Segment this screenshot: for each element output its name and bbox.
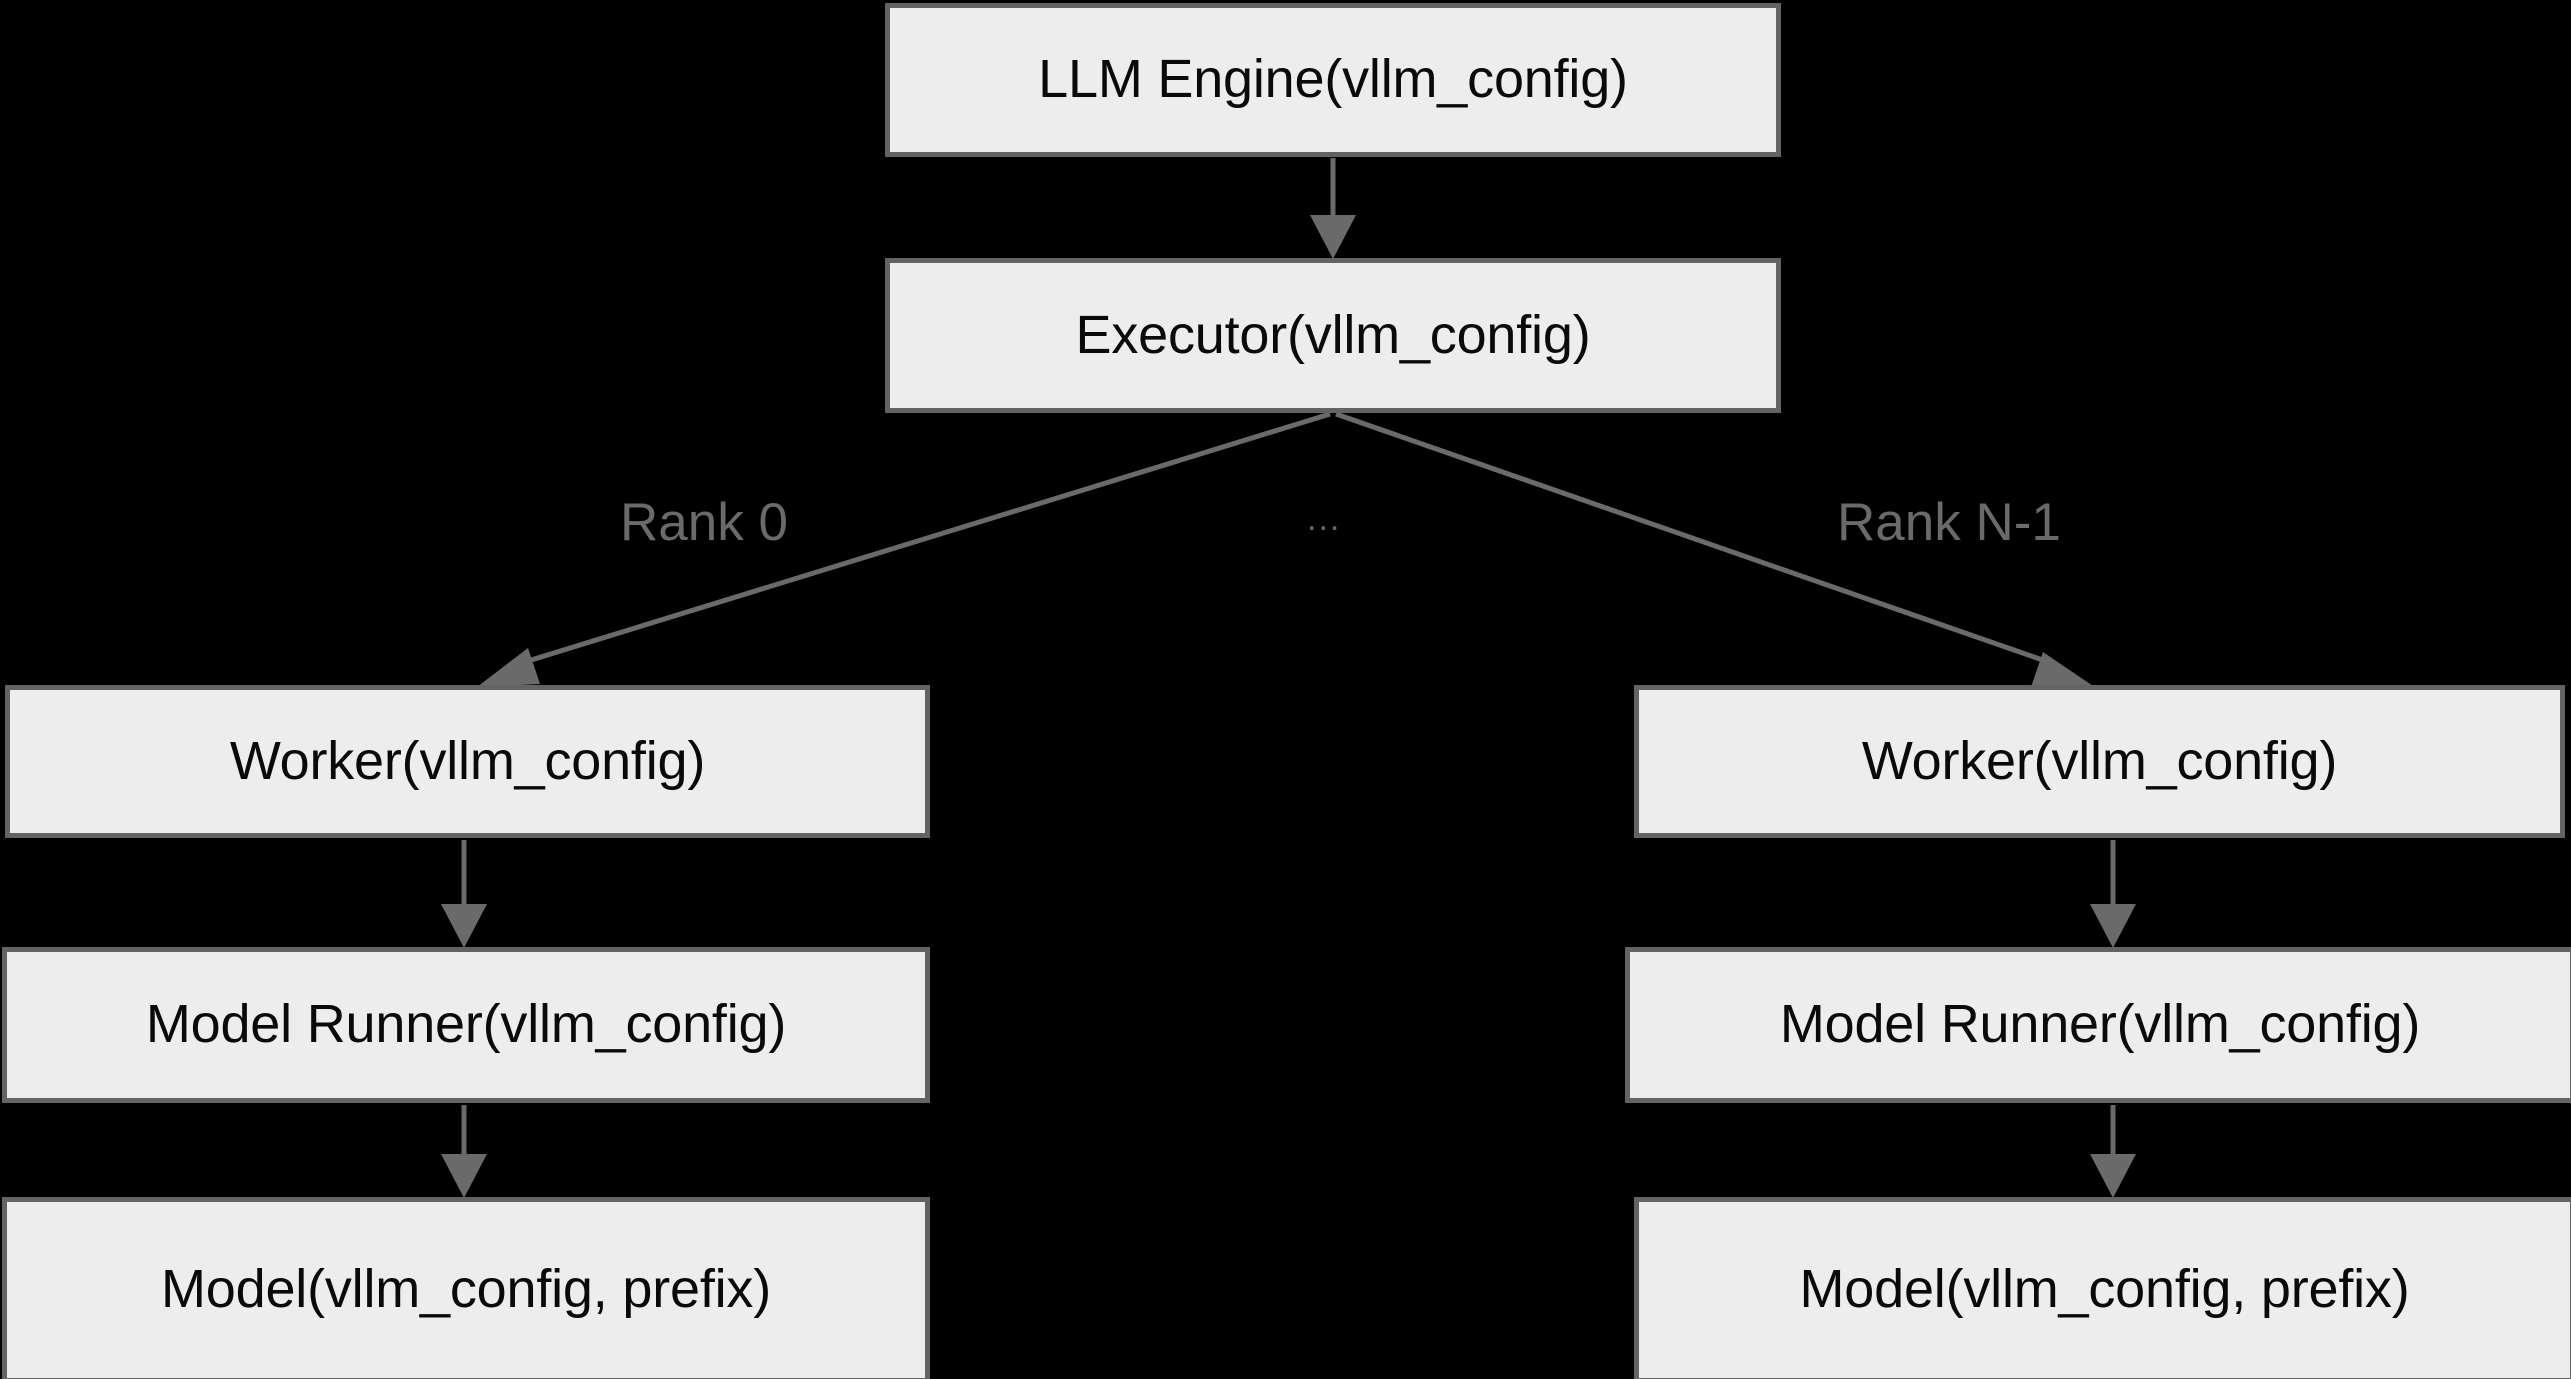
edge-worker-0-to-runner-0 [441,840,487,948]
edge-engine-to-executor [1310,158,1356,259]
edge-label-ellipsis: ... [1307,500,1342,538]
edge-executor-to-worker-0 [477,411,1331,687]
edge-label-rank-0: Rank 0 [620,493,788,552]
edge-runner-n-to-model-n [2090,1105,2136,1198]
node-executor[interactable]: Executor(vllm_config) [885,258,1781,413]
node-model-rank-0[interactable]: Model(vllm_config, prefix) [2,1197,930,1379]
node-model-runner-rank-0[interactable]: Model Runner(vllm_config) [2,947,930,1103]
edge-label-rank-n-minus-1: Rank N-1 [1837,493,2061,552]
edge-worker-n-to-runner-n [2090,840,2136,948]
node-llm-engine[interactable]: LLM Engine(vllm_config) [885,3,1781,157]
node-model-rank-n[interactable]: Model(vllm_config, prefix) [1634,1197,2571,1379]
node-model-runner-rank-n[interactable]: Model Runner(vllm_config) [1625,947,2571,1103]
node-worker-rank-0[interactable]: Worker(vllm_config) [5,685,930,838]
node-worker-rank-n[interactable]: Worker(vllm_config) [1634,685,2565,838]
edge-runner-0-to-model-0 [441,1105,487,1198]
